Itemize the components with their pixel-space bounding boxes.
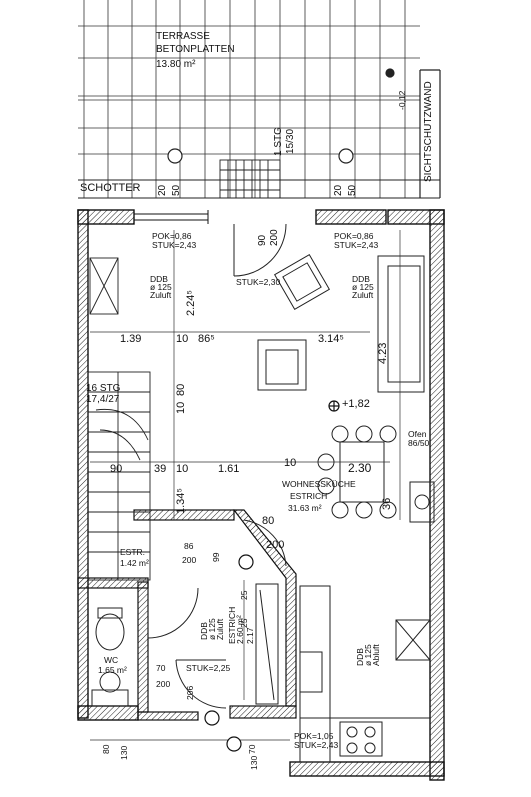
duct-right-code: DDB — [352, 274, 370, 284]
window-right-stuk: STUK=2,43 — [334, 240, 379, 250]
dim-h-10: 10 — [175, 401, 187, 414]
dim-w-10b: 10 — [176, 463, 189, 475]
dim-h-80: 80 — [175, 383, 187, 396]
dim-h-36: 36 — [381, 497, 393, 510]
staircase — [87, 371, 151, 581]
dim-w-10c: 10 — [284, 457, 297, 469]
dim-w-200c: 200 — [156, 679, 171, 689]
exterior-stair-ratio: 15/30 — [285, 128, 296, 154]
living-level: +1,82 — [342, 398, 370, 410]
living-name: WOHNESSKÜCHE — [282, 479, 356, 489]
exterior-stair-label: 1 STG — [273, 127, 284, 156]
living-floor: ESTRICH — [290, 491, 328, 501]
dim-w-39: 39 — [154, 463, 167, 475]
outer-dim-6: 50 — [347, 184, 358, 196]
dim-w-99: 99 — [211, 552, 221, 562]
dim-h-1345: 1.34⁵ — [175, 488, 187, 514]
wc-fixtures — [91, 607, 129, 707]
dim-d-80: 80 — [262, 515, 275, 527]
dim-w-865: 86⁵ — [198, 333, 215, 345]
door-main-stuk: STUK=2,30 — [236, 277, 281, 287]
left-ventilation-shaft — [89, 257, 119, 315]
wc-name: WC — [104, 655, 119, 665]
duct-right-type: Zuluft — [352, 290, 374, 300]
duct-left-dia: ø 125 — [150, 282, 172, 292]
hall-height: 2.17 — [245, 627, 255, 644]
privacy-wall — [419, 69, 441, 198]
window-bottom-stuk: STUK=2,43 — [294, 740, 339, 750]
stove-name: Ofen — [408, 429, 427, 439]
outer-dim-4: 200 — [269, 229, 280, 246]
terrace-grid — [78, 0, 420, 198]
terrace-pillars — [167, 68, 395, 164]
outer-dim-2: 50 — [171, 184, 182, 196]
bottom-dim-80: 80 — [101, 744, 111, 754]
dim-w-200b: 200 — [182, 555, 197, 565]
terrace-title: TERRASSE — [156, 31, 210, 42]
terrace-material: BETONPLATTEN — [156, 44, 235, 55]
door-swings — [147, 519, 287, 709]
window-right-pok: POK=0,86 — [334, 231, 374, 241]
privacy-wall-label: SICHTSCHUTZWAND — [423, 81, 434, 182]
window-bottom-pok: POK=1,05 — [294, 731, 334, 741]
main-door-swing — [233, 223, 287, 277]
terrace-area: 13.80 m² — [156, 59, 196, 70]
level-markers — [204, 400, 340, 752]
terrace-level: -0,12 — [397, 90, 407, 110]
stove-dims: 86/50 — [408, 438, 430, 448]
bottom-dim-70: 70 — [247, 744, 257, 754]
duct-right-dia: ø 125 — [352, 282, 374, 292]
stair-ratio: 17,4/27 — [86, 394, 120, 405]
wc-area: 1.65 m² — [98, 665, 127, 675]
duct-hall-type: Zuluft — [215, 618, 225, 640]
bottom-dim-130b: 130 — [249, 755, 259, 770]
storage-name: ESTR. — [120, 547, 146, 557]
gravel-label: SCHOTTER — [80, 182, 141, 194]
window-left-pok: POK=0,86 — [152, 231, 192, 241]
furniture — [257, 253, 435, 523]
bottom-dim-130: 130 — [119, 745, 129, 760]
dim-d-200: 200 — [266, 539, 285, 551]
hall-closet — [255, 583, 279, 705]
dim-w-161: 1.61 — [218, 463, 240, 475]
window-left-stuk: STUK=2,43 — [152, 240, 197, 250]
dim-w-90: 90 — [110, 463, 123, 475]
dim-w-230: 2.30 — [348, 461, 372, 475]
living-area: 31.63 m² — [288, 503, 322, 513]
outer-dim-1: 20 — [157, 184, 168, 196]
dim-h-25: 25 — [239, 590, 249, 600]
dim-w-70: 70 — [156, 663, 166, 673]
dim-h-423: 4.23 — [377, 342, 389, 364]
duct-left-code: DDB — [150, 274, 168, 284]
dim-w-3145: 3.14⁵ — [318, 333, 344, 345]
duct-kitchen-type: Abluft — [371, 644, 381, 666]
interior-walls — [77, 509, 297, 721]
kitchen-units — [299, 585, 431, 763]
dim-h-224: 2.24⁵ — [185, 290, 197, 316]
stair-label: 16 STG — [86, 383, 121, 394]
dimension-lines — [90, 230, 401, 741]
storage-area: 1.42 m² — [120, 558, 149, 568]
dim-w-86: 86 — [184, 541, 194, 551]
dim-h-206: 206 — [185, 685, 195, 700]
outer-dim-3: 90 — [257, 234, 268, 246]
window-openings — [134, 210, 317, 224]
dim-w-139: 1.39 — [120, 333, 142, 345]
exterior-stair — [219, 159, 281, 199]
outer-dim-5: 20 — [333, 184, 344, 196]
door-hall-stuk: STUK=2,25 — [186, 663, 231, 673]
dim-w-10a: 10 — [176, 333, 189, 345]
duct-left-type: Zuluft — [150, 290, 172, 300]
hall-size: 2.60 m² — [235, 615, 245, 644]
exterior-walls — [77, 209, 445, 781]
